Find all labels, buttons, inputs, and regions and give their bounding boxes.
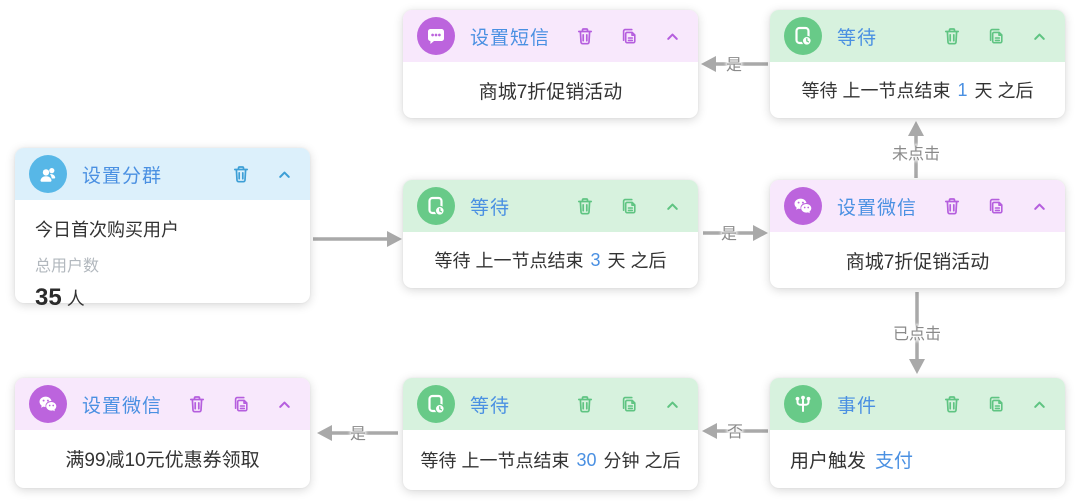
wechat-icon xyxy=(29,385,67,423)
node-body: 等待 上一节点结束 30 分钟 之后 xyxy=(403,430,698,490)
node-body: 用户触发 支付 xyxy=(770,430,1065,488)
segment-count-label: 总用户数 xyxy=(35,258,100,275)
node-title: 设置短信 xyxy=(470,27,551,49)
copy-icon[interactable] xyxy=(986,394,1006,414)
wait-clock-icon xyxy=(417,187,455,225)
collapse-chevron-icon[interactable] xyxy=(1030,197,1049,216)
node-set-wechat-coupon[interactable]: 设置微信 满99减10元优惠券领取 xyxy=(15,378,310,488)
wechat-content-text: 商城7折促销活动 xyxy=(845,251,990,273)
event-trigger-text: 用户触发 xyxy=(790,450,867,472)
user-group-icon xyxy=(29,155,67,193)
delete-icon[interactable] xyxy=(575,196,595,216)
node-body: 满99减10元优惠券领取 xyxy=(15,430,310,486)
sms-content-text: 商城7折促销活动 xyxy=(478,81,623,103)
edge-label-yes-mid: 是 xyxy=(720,226,738,243)
edge-label-yes-bottom: 是 xyxy=(349,426,367,443)
node-title: 等待 xyxy=(470,197,511,219)
node-set-wechat-promo[interactable]: 设置微信 商城7折促销活动 xyxy=(770,180,1065,288)
node-body: 等待 上一节点结束 3 天 之后 xyxy=(403,232,698,288)
collapse-chevron-icon[interactable] xyxy=(663,197,682,216)
delete-icon[interactable] xyxy=(575,394,595,414)
node-wait-30-min[interactable]: 等待 等待 上一节点结束 30 分钟 之后 xyxy=(403,378,698,490)
node-body: 商城7折促销活动 xyxy=(403,62,698,118)
node-set-sms[interactable]: 设置短信 商城7折促销活动 xyxy=(403,10,698,118)
node-title: 设置分群 xyxy=(82,165,163,187)
node-wait-3-days[interactable]: 等待 等待 上一节点结束 3 天 之后 xyxy=(403,180,698,288)
delete-icon[interactable] xyxy=(187,394,207,414)
wait-text-pre: 等待 上一节点结束 xyxy=(420,451,570,471)
wait-text-pre: 等待 上一节点结束 xyxy=(801,81,951,101)
node-wait-1-day[interactable]: 等待 等待 上一节点结束 1 天 之后 xyxy=(770,10,1065,118)
delete-icon[interactable] xyxy=(231,164,251,184)
event-type-link[interactable]: 支付 xyxy=(875,450,914,472)
wait-text-post: 天 之后 xyxy=(974,81,1034,101)
wait-text-post: 天 之后 xyxy=(607,251,667,271)
node-event[interactable]: 事件 用户触发 支付 xyxy=(770,378,1065,488)
wait-clock-icon xyxy=(417,385,455,423)
node-title: 等待 xyxy=(837,27,878,49)
wait-duration-value[interactable]: 3 xyxy=(590,249,601,270)
node-title: 设置微信 xyxy=(82,395,163,417)
segment-user-count: 35 xyxy=(35,284,62,311)
collapse-chevron-icon[interactable] xyxy=(275,165,294,184)
wait-duration-value[interactable]: 30 xyxy=(576,449,597,470)
delete-icon[interactable] xyxy=(942,196,962,216)
segment-name: 今日首次购买用户 xyxy=(35,220,179,240)
copy-icon[interactable] xyxy=(986,26,1006,46)
collapse-chevron-icon[interactable] xyxy=(1030,395,1049,414)
edge-label-clicked: 已点击 xyxy=(892,326,942,343)
copy-icon[interactable] xyxy=(619,26,639,46)
copy-icon[interactable] xyxy=(619,394,639,414)
delete-icon[interactable] xyxy=(942,394,962,414)
wait-duration-value[interactable]: 1 xyxy=(957,79,968,100)
wait-text-pre: 等待 上一节点结束 xyxy=(434,251,584,271)
wechat-content-text: 满99减10元优惠券领取 xyxy=(65,449,260,471)
node-body: 等待 上一节点结束 1 天 之后 xyxy=(770,62,1065,118)
node-title: 等待 xyxy=(470,395,511,417)
edge-label-yes-top: 是 xyxy=(725,57,743,74)
node-body: 商城7折促销活动 xyxy=(770,232,1065,288)
wait-text-post: 分钟 之后 xyxy=(603,451,681,471)
event-branch-icon xyxy=(784,385,822,423)
copy-icon[interactable] xyxy=(986,196,1006,216)
wait-clock-icon xyxy=(784,17,822,55)
copy-icon[interactable] xyxy=(619,196,639,216)
node-title: 事件 xyxy=(837,395,878,417)
sms-chat-bubble-icon xyxy=(417,17,455,55)
copy-icon[interactable] xyxy=(231,394,251,414)
edge-label-not-clicked: 未点击 xyxy=(891,146,941,163)
collapse-chevron-icon[interactable] xyxy=(663,395,682,414)
node-title: 设置微信 xyxy=(837,197,918,219)
wechat-icon xyxy=(784,187,822,225)
delete-icon[interactable] xyxy=(575,26,595,46)
edge-label-no: 否 xyxy=(726,424,744,441)
delete-icon[interactable] xyxy=(942,26,962,46)
collapse-chevron-icon[interactable] xyxy=(1030,27,1049,46)
collapse-chevron-icon[interactable] xyxy=(663,27,682,46)
collapse-chevron-icon[interactable] xyxy=(275,395,294,414)
segment-count-unit: 人 xyxy=(66,289,85,309)
